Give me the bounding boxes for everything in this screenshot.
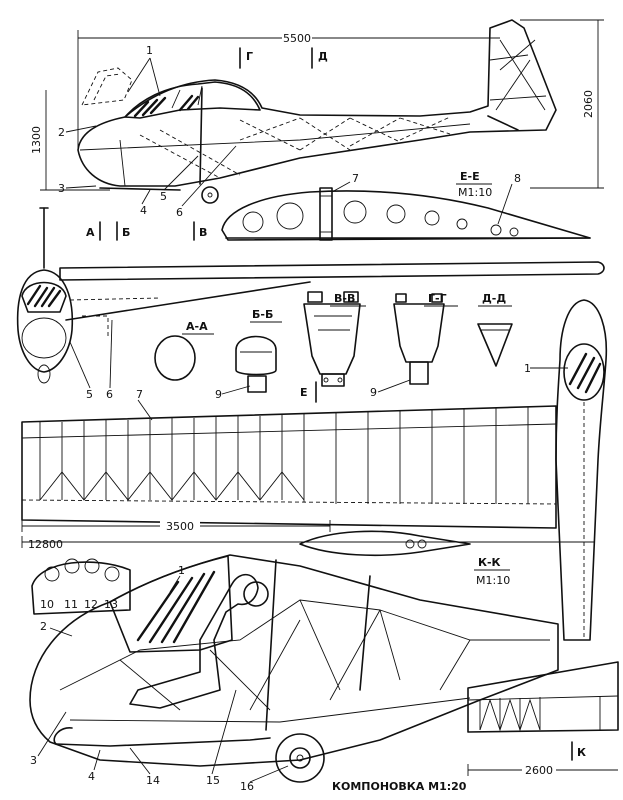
section-vv: В-В [303,291,366,387]
callout-15: 15 [206,774,220,787]
drawing-caption: КОМПОНОВКА М1:20 [332,780,467,793]
dimension-3500: 3500 [21,518,331,533]
callout-5-side: 5 [160,190,167,203]
side-canopy-hatching [133,94,200,118]
callout-11: 11 [64,598,78,611]
callout-9-bb: 9 [215,388,222,401]
plan-tailplane [467,661,619,733]
callout-16: 16 [240,780,254,793]
cut-mark-k: К [577,746,586,759]
layout-skid [55,737,271,747]
callout-8-section: 8 [514,172,521,185]
callout-6-side: 6 [176,206,183,219]
layout-strut [265,559,277,731]
plan-fuselage [555,299,608,641]
cut-marks-top: Г Д А Б В [86,47,328,241]
callout-13: 13 [104,598,118,611]
dim-tail-span-label: 2600 [525,764,553,777]
section-kk-scale: М1:10 [476,574,510,587]
dimension-12800: 12800 [21,536,594,551]
front-view: 5 6 7 [16,207,605,421]
dimension-2600: 2600 [467,762,618,777]
pilot-figure [129,573,259,709]
plan-view: 1 К [21,299,619,761]
section-kk: К-К М1:10 [299,530,510,587]
callout-4-layout: 4 [88,770,95,783]
callout-1-layout: 1 [178,564,185,577]
cut-mark-g: Г [246,50,253,63]
callout-12: 12 [84,598,98,611]
section-aa: А-А [154,320,214,381]
plan-wing-ribs [39,407,529,504]
callout-1-side: 1 [146,44,153,57]
callout-7-front: 7 [136,388,143,401]
front-canopy [21,281,67,313]
front-fuselage [16,269,74,373]
plan-canopy [563,343,605,401]
callout-5-front: 5 [86,388,93,401]
section-dd-label: Д-Д [482,292,506,305]
section-kk-label: К-К [478,556,501,569]
dimension-1300: 1300 [30,90,110,191]
cut-mark-v: В [199,226,207,239]
callout-7-section: 7 [352,172,359,185]
section-gg: Г-Г 9 Е [300,292,458,403]
layout-wheel [275,733,325,783]
section-ee-wing-profile: 7 8 Е-Е М1:10 [221,170,591,241]
front-wing [59,261,605,281]
callout-2-layout: 2 [40,620,47,633]
dimension-5500: 5500 [77,30,500,150]
instrument-panel [31,561,131,615]
dim-wing-root-label: 3500 [166,520,194,533]
callout-4-side: 4 [140,204,147,217]
side-canopy [124,81,261,119]
side-open-canopy [81,67,133,106]
side-skid [99,187,181,191]
section-ee-scale: М1:10 [458,186,492,199]
dim-fuselage-height-label: 1300 [30,126,43,154]
callout-3-layout: 3 [30,754,37,767]
callout-3-side: 3 [58,182,65,195]
side-callouts: 1 2 3 4 5 6 [58,44,237,219]
plan-wing-outline [21,405,557,529]
dim-length-label: 5500 [283,32,311,45]
callout-1-plan: 1 [524,362,531,375]
front-strut [65,281,311,321]
side-wing-strut [199,87,203,185]
cut-mark-d: Д [318,50,328,63]
cut-mark-e: Е [300,386,308,399]
dimension-2060: 2060 [520,19,604,189]
cut-mark-b: Б [122,226,130,239]
section-bb: Б-Б 9 [215,308,282,401]
section-ee-label: Е-Е [460,170,480,183]
cut-mark-a: А [86,226,95,239]
callout-6-front: 6 [106,388,113,401]
callout-9-gg: 9 [370,386,377,399]
section-bb-label: Б-Б [252,308,273,321]
layout-cutaway: 10 11 12 13 1 2 3 4 14 15 16 КО [29,554,559,793]
dim-height-label: 2060 [582,90,595,118]
callout-10: 10 [40,598,54,611]
side-view [77,19,557,204]
dim-span-label: 12800 [28,538,63,551]
section-dd: Д-Д [477,292,513,367]
side-fuselage-outline [77,19,557,187]
callout-14: 14 [146,774,160,787]
callout-2-side: 2 [58,126,65,139]
layout-canopy [109,555,233,653]
section-aa-label: А-А [186,320,208,333]
side-wheel [201,186,219,204]
